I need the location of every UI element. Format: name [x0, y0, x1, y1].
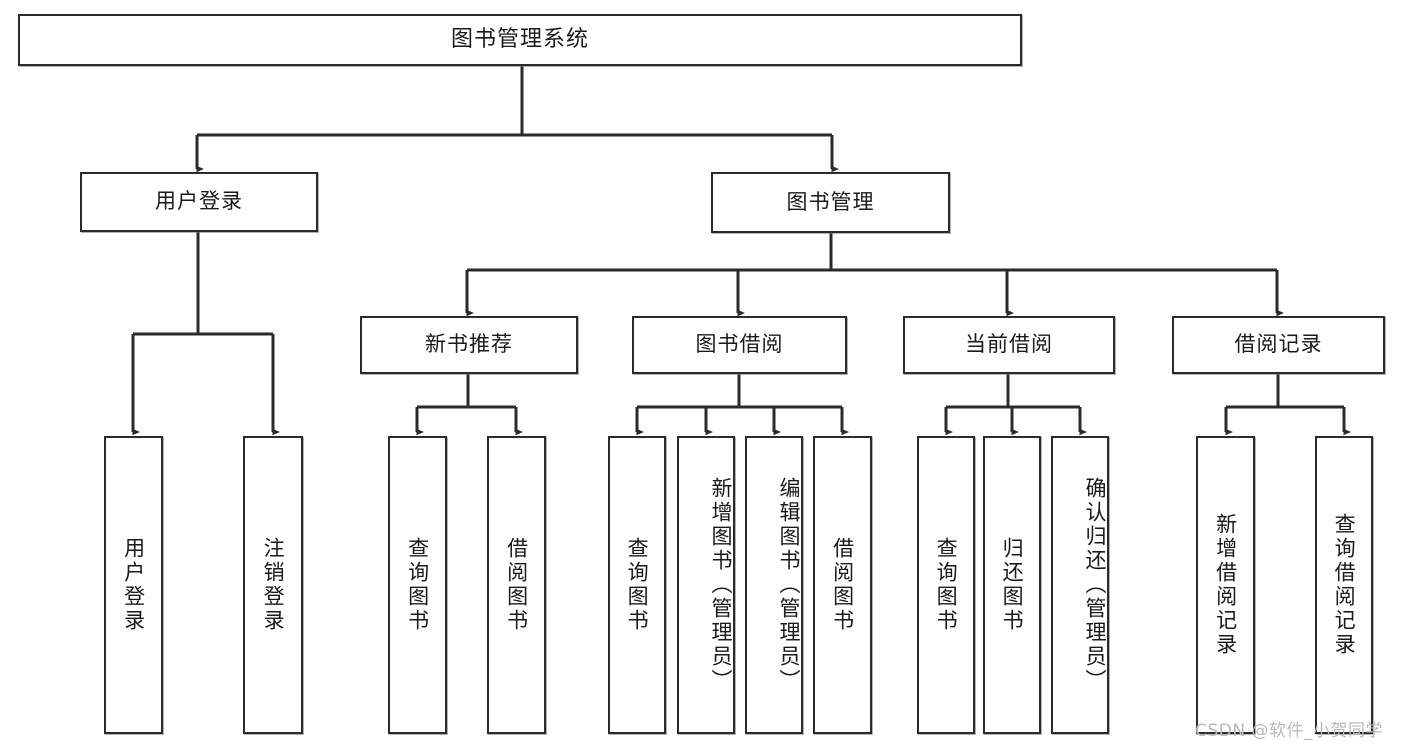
node-label: 查询图书 — [625, 537, 650, 633]
node-label: 图书管理系统 — [450, 26, 589, 52]
node-new-book-recommend[interactable]: 新书推荐 — [360, 316, 578, 374]
node-user-login[interactable]: 用户登录 — [80, 172, 318, 232]
node-label: 新书推荐 — [425, 332, 513, 357]
node-label: 注销登录 — [261, 537, 286, 633]
node-label: 归还图书 — [1000, 537, 1025, 633]
node-label: 查询图书 — [405, 537, 430, 633]
leaf-current-borrow-return[interactable]: 归还图书 — [983, 436, 1041, 734]
leaf-book-borrow-query[interactable]: 查询图书 — [608, 436, 666, 734]
leaf-current-borrow-confirm-return[interactable]: 确认归还（管理员） — [1051, 436, 1109, 734]
node-label: 当前借阅 — [965, 332, 1053, 357]
node-label: 借阅图书 — [830, 537, 855, 633]
node-label: 用户登录 — [121, 537, 146, 633]
node-current-borrow[interactable]: 当前借阅 — [903, 316, 1115, 374]
node-label: 图书借阅 — [695, 332, 784, 357]
leaf-book-borrow-borrow[interactable]: 借阅图书 — [813, 436, 872, 734]
node-label: 确认归还（管理员） — [1083, 477, 1107, 693]
leaf-current-borrow-query[interactable]: 查询图书 — [917, 436, 975, 734]
node-label: 用户登录 — [155, 189, 243, 214]
leaf-new-book-borrow[interactable]: 借阅图书 — [487, 436, 546, 734]
node-label: 借阅记录 — [1234, 332, 1323, 357]
node-label: 借阅图书 — [504, 537, 529, 633]
leaf-book-borrow-add[interactable]: 新增图书（管理员） — [677, 436, 735, 734]
node-borrow-record[interactable]: 借阅记录 — [1172, 316, 1385, 374]
node-label: 新增图书（管理员） — [709, 477, 733, 693]
leaf-borrow-record-add[interactable]: 新增借阅记录 — [1196, 436, 1255, 734]
leaf-borrow-record-query[interactable]: 查询借阅记录 — [1315, 436, 1373, 734]
node-label: 新增借阅记录 — [1213, 513, 1238, 657]
leaf-book-borrow-edit[interactable]: 编辑图书（管理员） — [745, 436, 803, 734]
watermark: CSDN @软件_小贺同学 — [1195, 721, 1383, 741]
node-label: 查询图书 — [934, 537, 959, 633]
node-book-borrow[interactable]: 图书借阅 — [632, 316, 847, 374]
leaf-user-login-login[interactable]: 用户登录 — [104, 436, 163, 734]
leaf-new-book-query[interactable]: 查询图书 — [388, 436, 447, 734]
leaf-user-login-logout[interactable]: 注销登录 — [243, 436, 303, 734]
node-root-system[interactable]: 图书管理系统 — [18, 14, 1022, 66]
node-label: 图书管理 — [786, 189, 875, 214]
node-book-manage[interactable]: 图书管理 — [711, 172, 950, 233]
node-label: 查询借阅记录 — [1332, 513, 1357, 657]
node-label: 编辑图书（管理员） — [777, 477, 801, 693]
